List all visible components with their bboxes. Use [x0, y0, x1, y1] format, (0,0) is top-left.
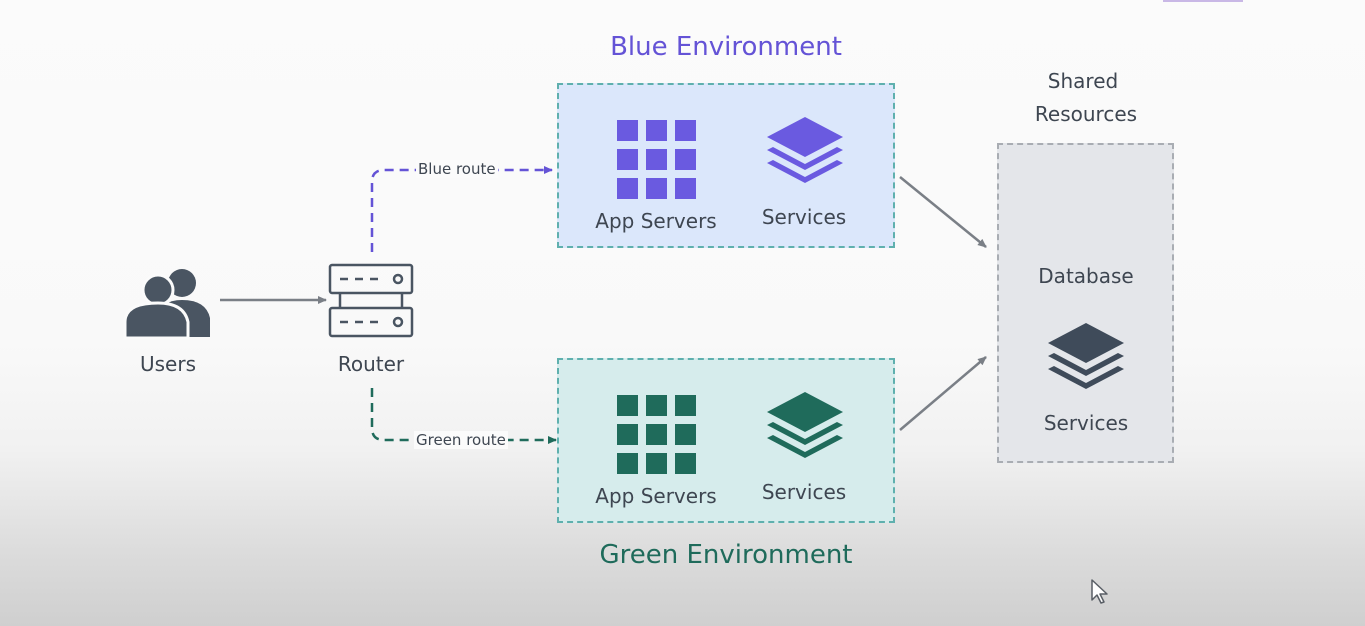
shared-resources-title-line2: Resources: [1034, 102, 1138, 126]
shared-resources-box: [997, 143, 1174, 463]
blue-services-label: Services: [761, 205, 847, 229]
blue-app-servers-icon: [617, 120, 696, 199]
shared-resources-title-line1: Shared: [1047, 69, 1119, 93]
mouse-cursor-icon: [1091, 579, 1108, 604]
blue-environment-box: App Servers Services: [557, 83, 895, 248]
database-label: Database: [1038, 264, 1134, 288]
router-icon: [328, 263, 414, 338]
green-environment-box: App Servers Services: [557, 358, 895, 523]
router-label: Router: [337, 352, 405, 376]
green-environment-title: Green Environment: [599, 540, 853, 570]
green-app-servers-icon: [617, 395, 696, 474]
blue-route-label: Blue route: [416, 160, 498, 178]
green-services-label: Services: [761, 480, 847, 504]
blue-app-servers-label: App Servers: [595, 209, 717, 233]
blue-route-path: [370, 166, 553, 252]
top-edge-decoration: [1163, 0, 1243, 2]
green-app-servers-label: App Servers: [595, 484, 717, 508]
green-to-shared-arrow: [899, 356, 987, 431]
users-label: Users: [139, 352, 196, 376]
shared-services-layers-icon: [1048, 323, 1124, 389]
blue-services-layers-icon: [767, 117, 843, 183]
blue-to-shared-arrow: [899, 176, 987, 248]
green-route-path: [370, 388, 557, 444]
blue-environment-title: Blue Environment: [610, 32, 842, 62]
shared-services-label: Services: [1043, 411, 1129, 435]
users-icon: [123, 269, 210, 340]
green-route-label: Green route: [414, 431, 508, 449]
green-services-layers-icon: [767, 392, 843, 458]
